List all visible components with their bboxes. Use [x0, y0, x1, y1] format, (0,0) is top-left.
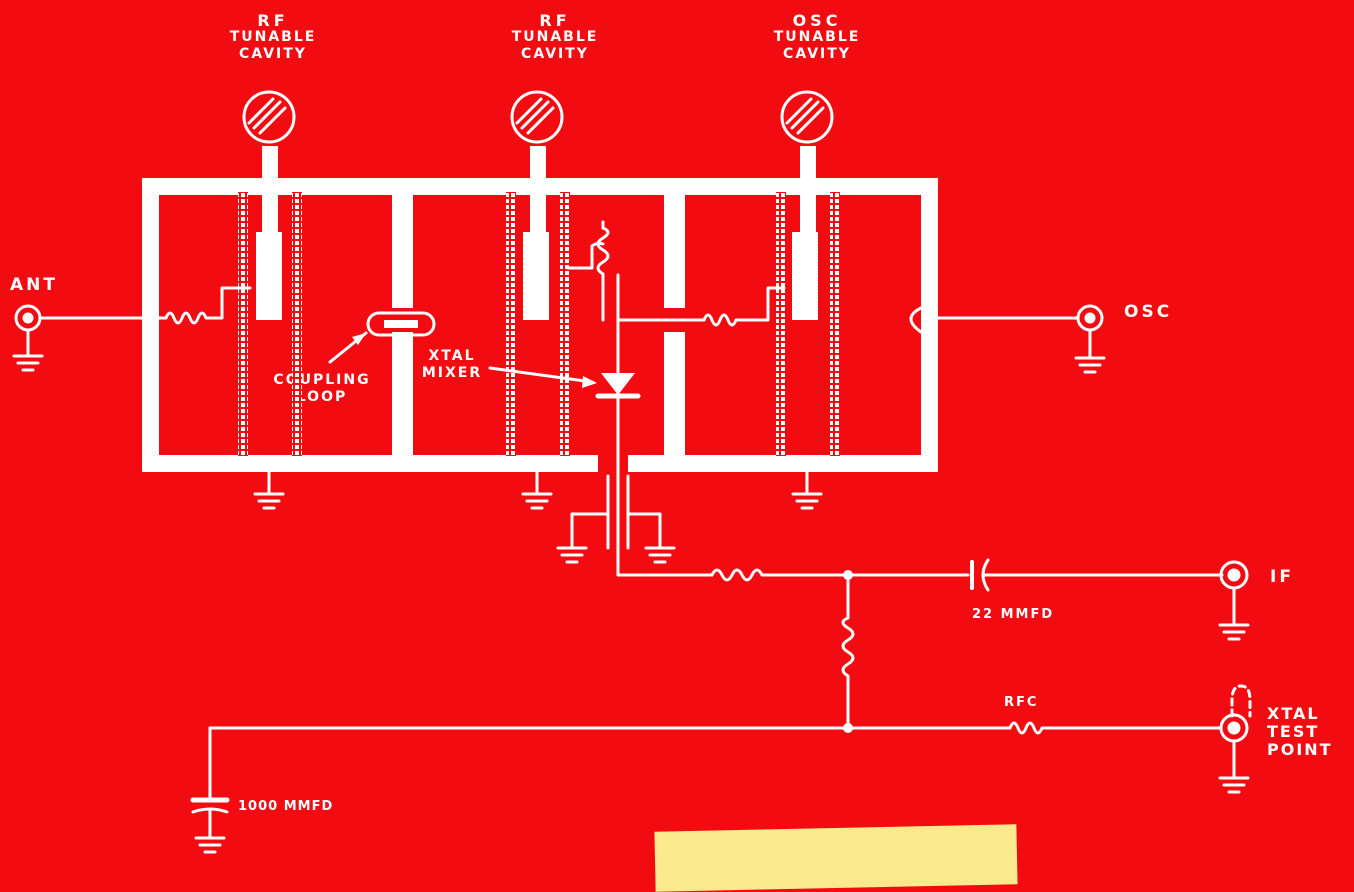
shunt-coil: [841, 573, 855, 730]
osc-label: OSC: [1124, 302, 1173, 322]
ground-icon: [253, 470, 285, 510]
tuning-screw-icon: [510, 90, 564, 144]
ground-icon: [791, 470, 823, 510]
if-coil: [710, 568, 850, 582]
if-connector: [1218, 560, 1250, 641]
cavity-label-rf-2: RF TUNABLE CAVITY: [511, 11, 599, 62]
tuning-plunger: [256, 146, 818, 320]
schematic-drawing: [12, 90, 1252, 854]
coupling-loop: [328, 311, 436, 364]
rfc-label: RFC: [1004, 695, 1039, 710]
xtal-mixer-diode: [488, 273, 641, 577]
tuning-screw-icon: [242, 90, 296, 144]
mixer-coupling-coil: [566, 220, 610, 322]
ant-connector: [12, 304, 44, 372]
tuning-screw-icon: [780, 90, 834, 144]
ground-icon: [521, 470, 553, 510]
rfc-coil: [1008, 721, 1222, 735]
osc-loop: [909, 306, 923, 334]
input-coil: [164, 286, 252, 325]
ant-label: ANT: [10, 275, 58, 295]
xtal-test-point-connector: [1218, 684, 1252, 794]
xtal-mixer-label: XTAL MIXER: [421, 348, 483, 381]
cavity-label-osc: OSC TUNABLE CAVITY: [773, 11, 861, 62]
schematic-canvas: RF TUNABLE CAVITY RF TUNABLE CAVITY OSC …: [10, 11, 1333, 892]
paper-card: [654, 824, 1018, 892]
if-label: IF: [1270, 567, 1294, 587]
xtal-test-point-label: XTAL TEST POINT: [1267, 704, 1333, 759]
cavity-housing: [142, 178, 938, 472]
osc-connector: [1074, 304, 1106, 374]
bypass-plates: [556, 474, 676, 564]
cavity-inner-walls: [238, 192, 840, 456]
cap-1000-label: 1000 MMFD: [238, 799, 334, 814]
cavity-label-rf-1: RF TUNABLE CAVITY: [229, 11, 317, 62]
cap-22-label: 22 MMFD: [972, 607, 1055, 622]
osc-coil: [702, 286, 786, 327]
capacitor-1000: [190, 726, 230, 854]
